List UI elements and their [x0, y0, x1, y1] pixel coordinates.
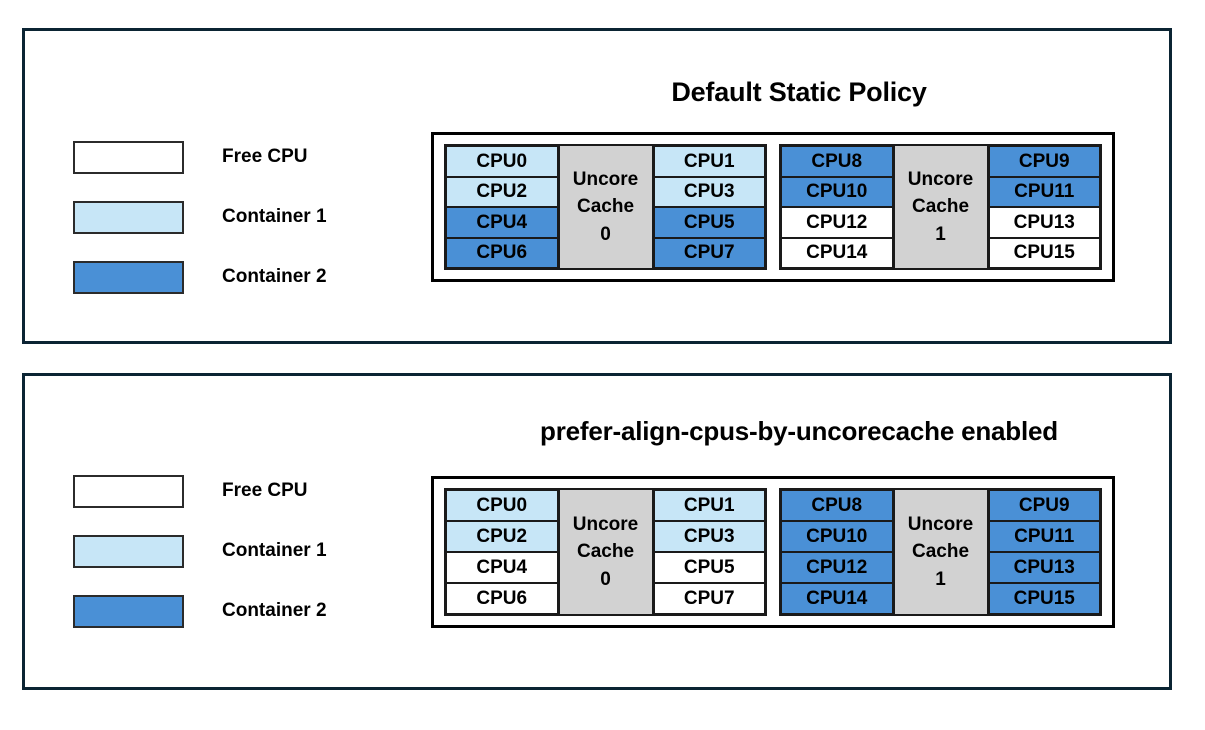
cpu-cell: CPU4 — [446, 552, 558, 583]
legend-swatch-container-1 — [73, 534, 184, 568]
uncore-cache-label-line2: Cache — [576, 541, 635, 563]
uncore-cache-label-line1: Uncore — [907, 513, 974, 535]
uncore-cache-block: Uncore Cache 0 — [557, 146, 654, 268]
cpu-cell: CPU12 — [781, 552, 893, 583]
cpu-column-left: CPU8 CPU10 CPU12 CPU14 — [781, 490, 893, 614]
cpu-cell: CPU15 — [988, 237, 1100, 268]
cpu-cell: CPU7 — [653, 583, 765, 614]
legend-swatch-container-2 — [73, 260, 184, 294]
cpu-column-right: CPU1 CPU3 CPU5 CPU7 — [653, 146, 765, 268]
cpu-cell: CPU15 — [988, 583, 1100, 614]
legend-swatch-free-cpu — [73, 140, 184, 174]
cpu-cell: CPU11 — [988, 176, 1100, 207]
cpu-column-left: CPU8 CPU10 CPU12 CPU14 — [781, 146, 893, 268]
legend-label-free-cpu: Free CPU — [222, 146, 308, 167]
cpu-cell: CPU4 — [446, 207, 558, 238]
legend-swatch-container-1 — [73, 200, 184, 234]
cpu-cell: CPU1 — [653, 490, 765, 521]
uncore-cache-label-line1: Uncore — [572, 513, 639, 535]
cpu-cell: CPU14 — [781, 583, 893, 614]
legend-label-container-2: Container 2 — [222, 600, 327, 621]
legend-item-container-2: Container 2 — [73, 581, 327, 641]
cpu-cell: CPU0 — [446, 146, 558, 177]
uncore-cache-block: Uncore Cache 0 — [557, 490, 654, 614]
cpu-cell: CPU10 — [781, 176, 893, 207]
legend: Free CPU Container 1 Container 2 — [73, 127, 327, 307]
page-title: Default Static Policy — [671, 77, 927, 107]
uncore-cache-index: 0 — [600, 568, 611, 590]
uncore-cache-index: 1 — [935, 223, 946, 245]
cpu-cell: CPU11 — [988, 521, 1100, 552]
uncore-group-0: CPU0 CPU2 CPU4 CPU6 Uncore Cache 0 CPU1 … — [444, 488, 767, 616]
legend-label-container-1: Container 1 — [222, 540, 327, 561]
legend-item-free-cpu: Free CPU — [73, 127, 327, 187]
cpu-cell: CPU5 — [653, 207, 765, 238]
cpu-cell: CPU13 — [988, 552, 1100, 583]
cpu-cell: CPU14 — [781, 237, 893, 268]
uncore-group-0: CPU0 CPU2 CPU4 CPU6 Uncore Cache 0 CPU1 … — [444, 144, 767, 270]
cpu-cell: CPU3 — [653, 521, 765, 552]
cpu-cell: CPU2 — [446, 521, 558, 552]
cpu-cell: CPU2 — [446, 176, 558, 207]
cpu-column-right: CPU9 CPU11 CPU13 CPU15 — [988, 490, 1100, 614]
uncore-cache-index: 1 — [935, 568, 946, 590]
cpu-cell: CPU9 — [988, 146, 1100, 177]
legend-item-free-cpu: Free CPU — [73, 461, 327, 521]
cpu-cell: CPU5 — [653, 552, 765, 583]
legend-swatch-container-2 — [73, 594, 184, 628]
legend-label-free-cpu: Free CPU — [222, 480, 308, 501]
panel-default-static-policy: Default Static Policy Free CPU Container… — [22, 28, 1172, 344]
cpu-cell: CPU13 — [988, 207, 1100, 238]
cpu-cell: CPU7 — [653, 237, 765, 268]
cpu-cell: CPU6 — [446, 237, 558, 268]
uncore-cache-label-line2: Cache — [576, 196, 635, 218]
cpu-column-left: CPU0 CPU2 CPU4 CPU6 — [446, 490, 558, 614]
cpu-cell: CPU3 — [653, 176, 765, 207]
legend-label-container-1: Container 1 — [222, 206, 327, 227]
cpu-cell: CPU8 — [781, 490, 893, 521]
legend-item-container-2: Container 2 — [73, 247, 327, 307]
legend-swatch-free-cpu — [73, 474, 184, 508]
page-title: prefer-align-cpus-by-uncorecache enabled — [540, 416, 1058, 446]
cpu-column-left: CPU0 CPU2 CPU4 CPU6 — [446, 146, 558, 268]
legend: Free CPU Container 1 Container 2 — [73, 461, 327, 641]
uncore-group-1: CPU8 CPU10 CPU12 CPU14 Uncore Cache 1 CP… — [779, 488, 1102, 616]
cpu-cell: CPU8 — [781, 146, 893, 177]
cpu-cell: CPU10 — [781, 521, 893, 552]
uncore-group-1: CPU8 CPU10 CPU12 CPU14 Uncore Cache 1 CP… — [779, 144, 1102, 270]
uncore-cache-block: Uncore Cache 1 — [892, 146, 989, 268]
uncore-cache-label-line2: Cache — [911, 196, 970, 218]
cpu-column-right: CPU9 CPU11 CPU13 CPU15 — [988, 146, 1100, 268]
cpu-topology-diagram: CPU0 CPU2 CPU4 CPU6 Uncore Cache 0 CPU1 … — [431, 476, 1115, 628]
cpu-cell: CPU0 — [446, 490, 558, 521]
cpu-column-right: CPU1 CPU3 CPU5 CPU7 — [653, 490, 765, 614]
uncore-cache-block: Uncore Cache 1 — [892, 490, 989, 614]
legend-label-container-2: Container 2 — [222, 266, 327, 287]
panel-prefer-align-cpus-by-uncorecache: prefer-align-cpus-by-uncorecache enabled… — [22, 373, 1172, 690]
uncore-cache-label-line1: Uncore — [907, 168, 974, 190]
uncore-cache-label-line2: Cache — [911, 541, 970, 563]
uncore-cache-label-line1: Uncore — [572, 168, 639, 190]
uncore-cache-index: 0 — [600, 223, 611, 245]
cpu-cell: CPU1 — [653, 146, 765, 177]
cpu-cell: CPU12 — [781, 207, 893, 238]
cpu-cell: CPU6 — [446, 583, 558, 614]
cpu-topology-diagram: CPU0 CPU2 CPU4 CPU6 Uncore Cache 0 CPU1 … — [431, 132, 1115, 282]
legend-item-container-1: Container 1 — [73, 521, 327, 581]
legend-item-container-1: Container 1 — [73, 187, 327, 247]
cpu-cell: CPU9 — [988, 490, 1100, 521]
